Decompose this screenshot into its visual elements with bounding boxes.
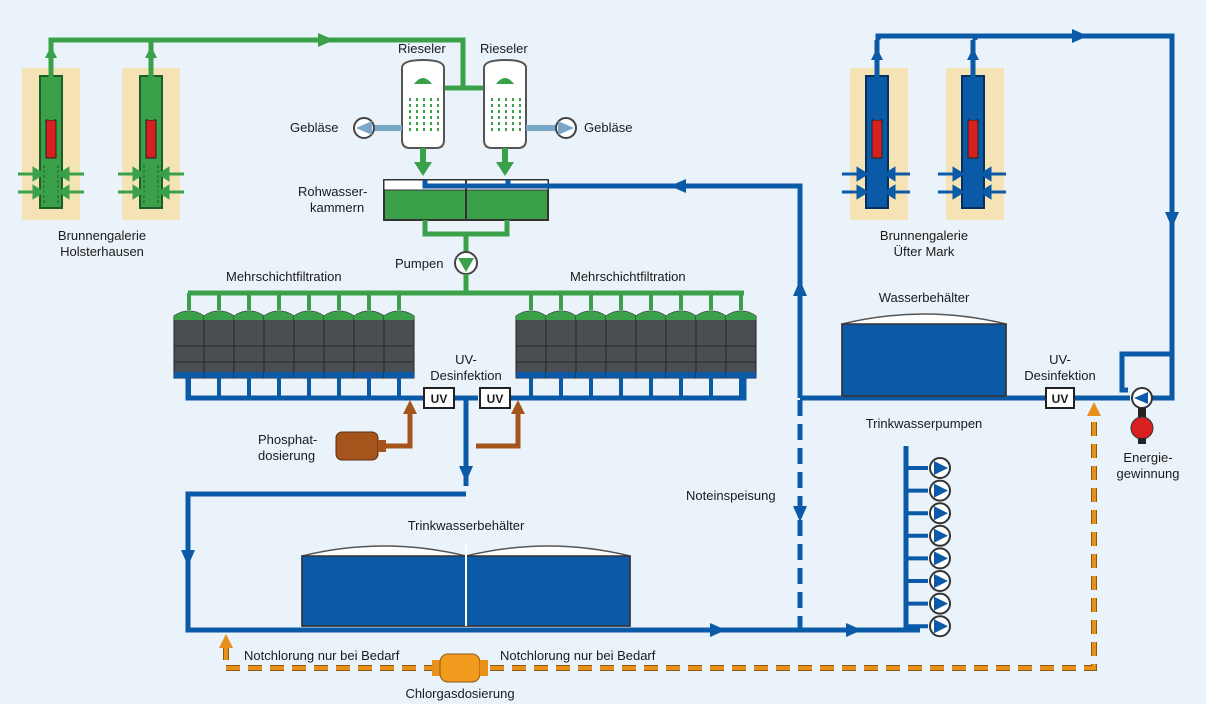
label-rieseler-left: Rieseler bbox=[398, 41, 446, 56]
raw-water-chambers bbox=[383, 179, 549, 252]
uv-unit-left: UV bbox=[423, 387, 455, 409]
well-gallery-holsterhausen bbox=[18, 40, 184, 220]
label-notchlorung-left: Notchlorung nur bei Bedarf bbox=[244, 648, 400, 663]
emergency-chlorination-line bbox=[219, 402, 1101, 671]
pump-icon bbox=[929, 547, 951, 570]
label-trinkwasserpumpen: Trinkwasserpumpen bbox=[866, 416, 983, 431]
label-chlorgasdosierung: Chlorgasdosierung bbox=[405, 686, 514, 701]
label-energie-2: gewinnung bbox=[1117, 466, 1180, 481]
label-mehrschicht-left: Mehrschichtfiltration bbox=[226, 269, 342, 284]
pump-icon bbox=[929, 502, 951, 525]
label-brunnen-right-2: Üfter Mark bbox=[894, 244, 955, 259]
label-phosphat-1: Phosphat- bbox=[258, 432, 317, 447]
drinking-water-pumps bbox=[903, 446, 951, 638]
label-uv-desinf-right-2: Desinfektion bbox=[1024, 368, 1096, 383]
filter-unit bbox=[665, 310, 697, 379]
flow-arrow-icon bbox=[459, 466, 473, 482]
filter-unit bbox=[545, 310, 577, 379]
flow-arrow-icon bbox=[846, 623, 862, 637]
blower-right bbox=[526, 117, 577, 139]
label-wasserbehaelter: Wasserbehälter bbox=[879, 290, 970, 305]
pump-icon bbox=[929, 592, 951, 615]
label-uv-desinf-1: UV- bbox=[455, 352, 477, 367]
label-uv-desinf-2: Desinfektion bbox=[430, 368, 502, 383]
label-brunnen-right-1: Brunnengalerie bbox=[880, 228, 968, 243]
multilayer-filters bbox=[173, 310, 757, 379]
chlorine-gas-dosing bbox=[432, 653, 488, 683]
filter-unit bbox=[695, 310, 727, 379]
energy-recovery-turbine bbox=[1130, 387, 1154, 444]
drinking-water-tank bbox=[301, 544, 631, 627]
filter-unit bbox=[233, 310, 265, 379]
svg-text:UV: UV bbox=[487, 392, 504, 406]
filter-unit bbox=[323, 310, 355, 379]
pump-icon bbox=[929, 615, 951, 638]
well-gallery-uefter-mark bbox=[842, 36, 1006, 220]
label-trinkwasserbehaelter: Trinkwasserbehälter bbox=[408, 518, 525, 533]
pump-icon bbox=[929, 479, 951, 502]
flow-arrow-icon bbox=[710, 623, 726, 637]
filter-unit bbox=[515, 310, 547, 379]
flow-arrow-icon bbox=[1165, 212, 1179, 228]
label-mehrschicht-right: Mehrschichtfiltration bbox=[570, 269, 686, 284]
filter-unit bbox=[263, 310, 295, 379]
filter-unit bbox=[605, 310, 637, 379]
rieseler-left bbox=[401, 58, 445, 176]
label-geblaese-left: Gebläse bbox=[290, 120, 338, 135]
flow-arrow-icon bbox=[793, 280, 807, 296]
filter-unit bbox=[203, 310, 235, 379]
filter-unit bbox=[725, 310, 757, 379]
label-noteinspeisung: Noteinspeisung bbox=[686, 488, 776, 503]
label-rieseler-right: Rieseler bbox=[480, 41, 528, 56]
filter-unit bbox=[635, 310, 667, 379]
svg-text:UV: UV bbox=[1052, 392, 1069, 406]
label-geblaese-right: Gebläse bbox=[584, 120, 632, 135]
label-brunnen-left-2: Holsterhausen bbox=[60, 244, 144, 259]
filter-unit bbox=[293, 310, 325, 379]
label-phosphat-2: dosierung bbox=[258, 448, 315, 463]
label-notchlorung-right: Notchlorung nur bei Bedarf bbox=[500, 648, 656, 663]
flow-arrow-icon bbox=[793, 506, 807, 522]
filter-unit bbox=[575, 310, 607, 379]
uv-unit-right: UV bbox=[479, 387, 511, 409]
pump-icon bbox=[454, 251, 478, 275]
phosphate-dosing bbox=[335, 400, 525, 461]
label-brunnen-left-1: Brunnengalerie bbox=[58, 228, 146, 243]
flow-arrow-icon bbox=[670, 179, 686, 193]
label-rohwasser-1: Rohwasser- bbox=[298, 184, 367, 199]
blue-main-pipes bbox=[422, 33, 1175, 633]
pump-icon bbox=[929, 457, 951, 479]
filter-unit bbox=[173, 310, 205, 379]
filter-outlet-drops bbox=[187, 378, 743, 398]
flow-arrow-icon bbox=[181, 550, 195, 566]
label-pumpen: Pumpen bbox=[395, 256, 443, 271]
blower-left bbox=[353, 117, 402, 139]
uv-unit-far-right: UV bbox=[1045, 387, 1075, 409]
label-rohwasser-2: kammern bbox=[310, 200, 364, 215]
flow-arrow-icon bbox=[1072, 29, 1088, 43]
label-uv-desinf-right-1: UV- bbox=[1049, 352, 1071, 367]
rieseler-right bbox=[483, 58, 527, 176]
filter-unit bbox=[353, 310, 385, 379]
filter-feed-pipes bbox=[187, 290, 744, 310]
water-reservoir bbox=[841, 313, 1007, 397]
flow-arrow-icon bbox=[318, 33, 334, 47]
pump-icon bbox=[929, 524, 951, 547]
svg-text:UV: UV bbox=[431, 392, 448, 406]
filter-unit bbox=[383, 310, 415, 379]
label-energie-1: Energie- bbox=[1123, 450, 1172, 465]
pump-icon bbox=[929, 570, 951, 592]
